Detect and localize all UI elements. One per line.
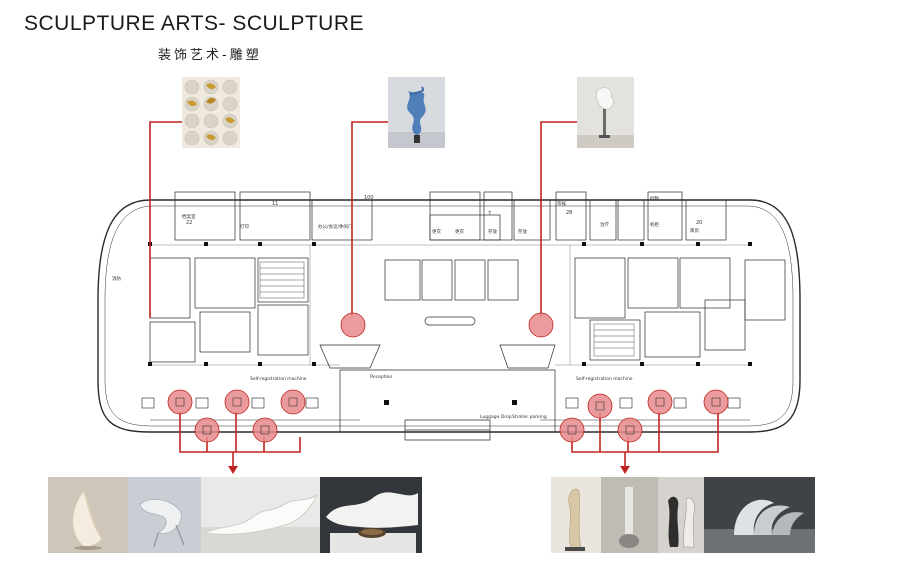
page-title: SCULPTURE ARTS- SCULPTURE [24,12,365,35]
sculpture-marker [194,417,220,443]
sculpture-photo-white-folded [577,77,634,148]
plan-label-storage-1: 存放 [488,228,497,235]
plan-label-22: 22 [186,220,192,226]
plan-label-control: 控制 [650,195,659,202]
plan-label-archive: 档案室 [182,213,196,220]
sculpture-marker [167,389,193,415]
plan-label-storage-2: 存放 [518,228,527,235]
plan-label-selfreg-left: Self-registration machine [250,376,307,382]
sculpture-photo-stone-column [601,477,658,553]
plan-label-locker-1: 更衣 [432,228,441,235]
sculpture-marker [280,389,306,415]
plan-label-luggage: Luggage Drop [480,414,512,420]
sculpture-photo-flowing-form [201,477,320,553]
sculpture-photo-blue-figure [388,77,445,148]
plan-label-warehouse: 库房 [690,227,699,234]
plan-label-print: 打印 [240,223,249,230]
sculpture-photo-ribbon-lamp [48,477,128,553]
sculpture-marker [587,393,613,419]
plan-label-11: 11 [272,201,278,207]
sculpture-marker [224,389,250,415]
page-subtitle: 装饰艺术-雕塑 [158,48,262,63]
arrow-down-icon [228,466,238,474]
plan-label-28: 28 [566,210,572,216]
plan-label-100: 100 [364,195,374,201]
plan-label-stroller: Stroller parking [512,414,547,420]
sculpture-photo-wave-bowl [320,477,422,553]
plan-label-office: 办公/会议/休闲门 [318,223,353,230]
sculpture-marker [528,312,554,338]
sculpture-marker [559,417,585,443]
sculpture-photo-abstract-figures [658,477,704,553]
plan-label-selfreg-right: Self-registration machine [576,376,633,382]
plan-label-fire: 消防 [112,275,121,282]
sculpture-marker [340,312,366,338]
plan-label-waiting: 等候 [557,200,566,207]
plan-label-20: 20 [696,220,702,226]
plan-label-7: 7 [488,211,491,217]
plan-label-reception: Reception [370,374,393,380]
sculpture-marker [252,417,278,443]
plan-label-cabinet: 机柜 [650,221,659,228]
sculpture-photo-tall-carving [551,477,601,553]
sculpture-marker [703,389,729,415]
sculpture-photo-wall-panel [182,77,240,148]
sculpture-photo-curved-chair [128,477,201,553]
sculpture-marker [647,389,673,415]
plan-label-treatment: 治疗 [600,221,609,228]
sculpture-photo-spiral-disc [704,477,815,553]
plan-label-locker-2: 更衣 [455,228,464,235]
arrow-down-icon [620,466,630,474]
sculpture-marker [617,417,643,443]
